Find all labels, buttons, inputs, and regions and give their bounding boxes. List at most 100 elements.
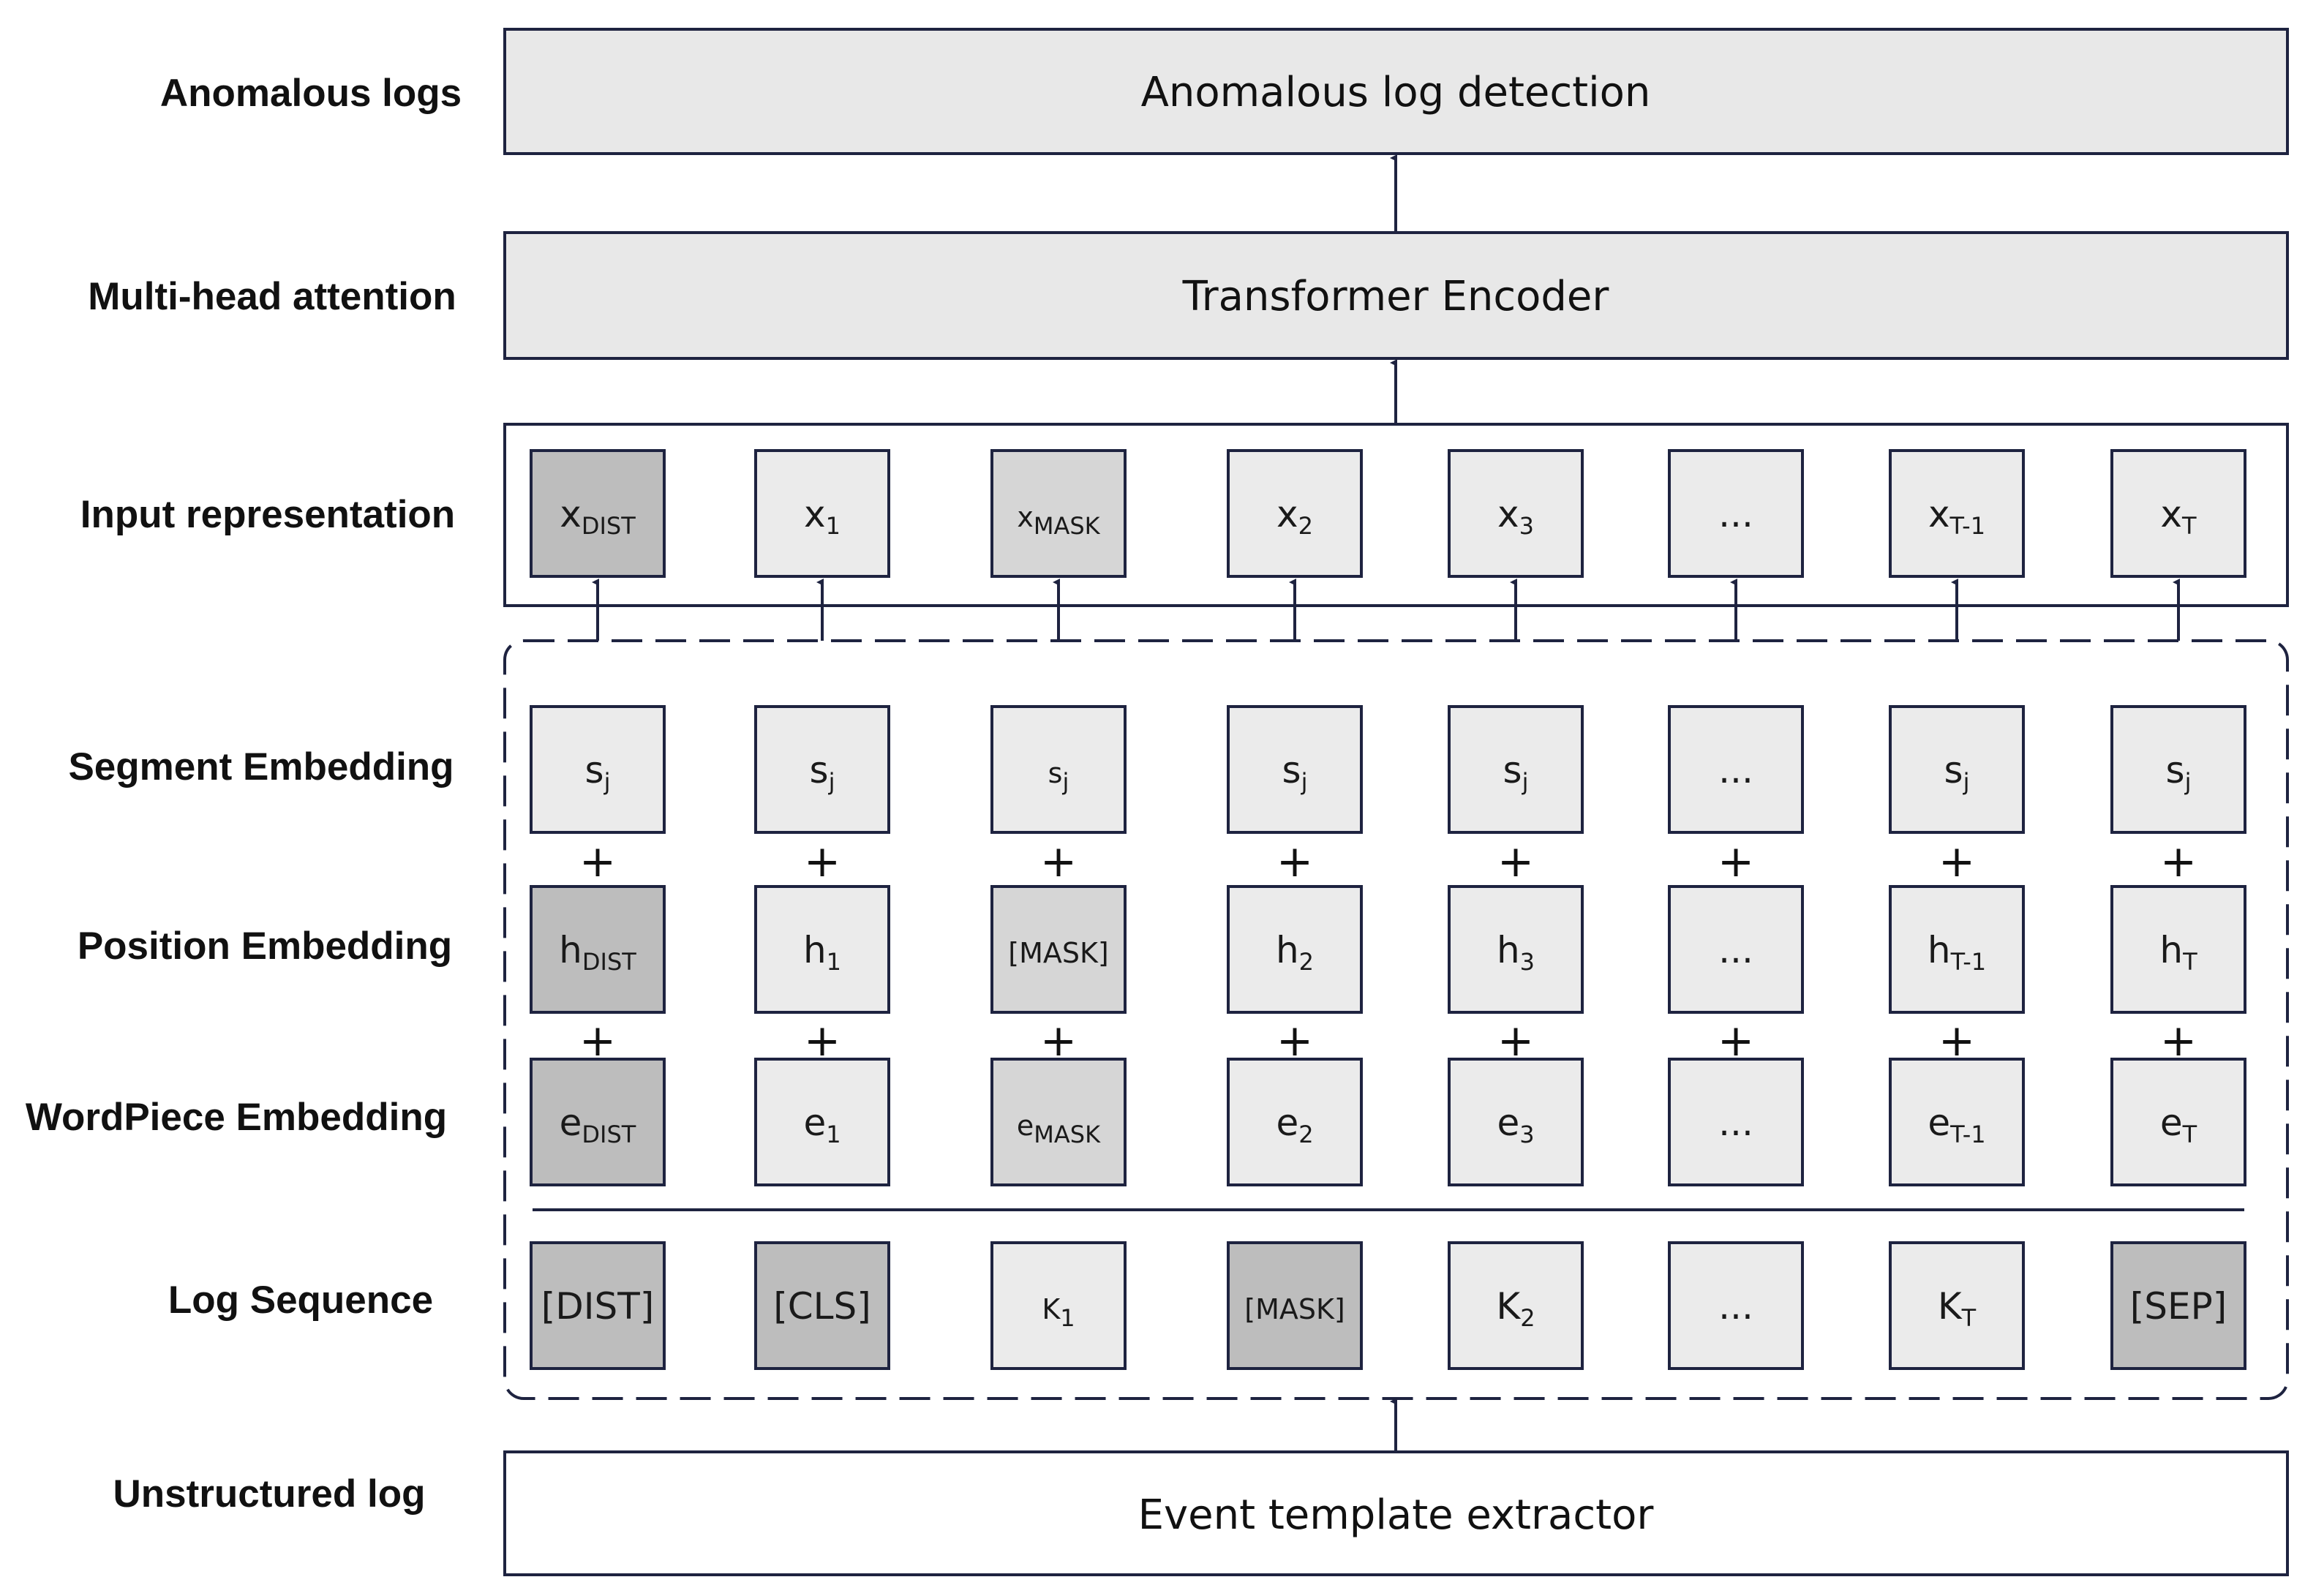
cell-label-base: ... — [1718, 1102, 1753, 1144]
cell-box — [990, 1241, 1127, 1370]
cell-label-base: x — [1497, 493, 1519, 535]
plus-sign: + — [1040, 1015, 1077, 1066]
cell-label-subscript: MASK — [1034, 1121, 1101, 1148]
cell-label-subscript: 2 — [1299, 948, 1314, 976]
cell-label: ... — [1718, 493, 1753, 535]
cell-label-base: K — [1496, 1285, 1521, 1328]
cell-label: eT-1 — [1928, 1102, 1985, 1148]
plus-sign: + — [804, 1015, 841, 1066]
cell-label-base: x — [1928, 493, 1950, 535]
cell-label: h3 — [1497, 929, 1535, 976]
cell-box — [530, 1241, 666, 1370]
cell-label: eT — [2160, 1102, 2197, 1148]
cell-box — [2110, 1241, 2246, 1370]
detection-title: Anomalous log detection — [1141, 69, 1651, 116]
position-embedding-cell: h1 — [754, 885, 890, 1014]
cell-label-base: [MASK] — [1244, 1293, 1345, 1325]
cell-label: eMASK — [1017, 1110, 1101, 1148]
extractor-box — [503, 1450, 2289, 1576]
cell-label-subscript: 1 — [827, 948, 841, 976]
label-unstructured-log: Unstructured log — [113, 1472, 426, 1516]
cell-box — [990, 885, 1127, 1014]
cell-label-base: e — [1017, 1110, 1034, 1142]
label-position-embedding: Position Embedding — [78, 925, 452, 968]
cell-label-base: [DIST] — [541, 1285, 655, 1328]
cell-box — [1448, 705, 1584, 834]
cell-label-base: h — [559, 929, 582, 971]
cell-label: KT — [1938, 1285, 1977, 1332]
cell-label: h2 — [1276, 929, 1314, 976]
encoder-block: Transformer Encoder — [503, 231, 2289, 360]
cell-label-base: h — [1928, 929, 1951, 971]
cell-box — [990, 449, 1127, 578]
cell-label-base: x — [1017, 501, 1034, 533]
cell-label-base: [MASK] — [1008, 937, 1108, 969]
log-sequence-cell: [MASK] — [1227, 1241, 1363, 1370]
cell-box — [1889, 885, 2025, 1014]
cell-box — [1668, 1058, 1804, 1186]
plus-sign: + — [579, 1015, 616, 1066]
input-representation-cell: xDIST — [530, 449, 666, 578]
cell-box — [530, 705, 666, 834]
cell-label: ... — [1718, 1102, 1753, 1144]
wordpiece-embedding-cell: eDIST — [530, 1058, 666, 1186]
cell-label-subscript: T — [2182, 1121, 2197, 1148]
segment-embedding-cell: sj — [1448, 705, 1584, 834]
cell-label-subscript: j — [603, 768, 611, 796]
cell-label-base: e — [560, 1102, 582, 1144]
cell-label: sj — [1503, 749, 1529, 796]
plus-sign: + — [1939, 836, 1975, 887]
cell-label-subscript: T — [2182, 948, 2197, 976]
cell-label-base: e — [1928, 1102, 1950, 1144]
log-sequence-cell: [CLS] — [754, 1241, 890, 1370]
cell-box — [1889, 449, 2025, 578]
cell-label-subscript: DIST — [582, 1121, 636, 1148]
cell-box — [1668, 705, 1804, 834]
wordpiece-embedding-cell: e3 — [1448, 1058, 1584, 1186]
wordpiece-embedding-cell: eMASK — [990, 1058, 1127, 1186]
cell-box — [1668, 885, 1804, 1014]
segment-embedding-cell: sj — [1227, 705, 1363, 834]
plus-sign: + — [1497, 1015, 1534, 1066]
plus-sign: + — [2160, 1015, 2197, 1066]
plus-sign: + — [1497, 836, 1534, 887]
cell-label: x1 — [804, 493, 841, 540]
cell-label: hDIST — [559, 929, 636, 976]
position-embedding-cell: hDIST — [530, 885, 666, 1014]
cell-box — [2110, 1058, 2246, 1186]
wordpiece-embedding-cell: eT — [2110, 1058, 2246, 1186]
column-arrows — [592, 579, 2180, 641]
cell-label-subscript: j — [2184, 768, 2192, 796]
cell-label-subscript: j — [1522, 768, 1529, 796]
cell-label-subscript: T — [2181, 512, 2197, 540]
cell-label-subscript: 2 — [1298, 1121, 1313, 1148]
cell-label: x2 — [1276, 493, 1313, 540]
detection-box — [503, 28, 2289, 155]
cell-box — [2110, 885, 2246, 1014]
cell-label-base: e — [1497, 1102, 1519, 1144]
cell-box — [990, 1058, 1127, 1186]
cell-label: e3 — [1497, 1102, 1534, 1148]
cell-label: e2 — [1276, 1102, 1313, 1148]
input-representation-cell: ... — [1668, 449, 1804, 578]
cell-label-base: s — [810, 749, 829, 791]
cell-label: h1 — [803, 929, 841, 976]
label-multi-head-attention: Multi-head attention — [88, 275, 456, 318]
row-labels: Anomalous logs Multi-head attention Inpu… — [26, 72, 462, 1516]
label-wordpiece-embedding: WordPiece Embedding — [26, 1096, 447, 1139]
input-representation-cell: xT — [2110, 449, 2246, 578]
plus-sign: + — [804, 836, 841, 887]
cell-label-base: x — [560, 493, 582, 535]
cell-label-subscript: T — [1961, 1304, 1977, 1332]
cell-box — [1448, 449, 1584, 578]
cell-box — [1448, 885, 1584, 1014]
cell-box — [990, 705, 1127, 834]
cell-label-base: e — [1276, 1102, 1298, 1144]
cell-label-base: ... — [1718, 929, 1753, 971]
cell-label: xMASK — [1017, 501, 1100, 540]
cell-label-base: ... — [1718, 749, 1753, 791]
cell-label-subscript: 1 — [826, 1121, 841, 1148]
cell-box — [754, 1241, 890, 1370]
